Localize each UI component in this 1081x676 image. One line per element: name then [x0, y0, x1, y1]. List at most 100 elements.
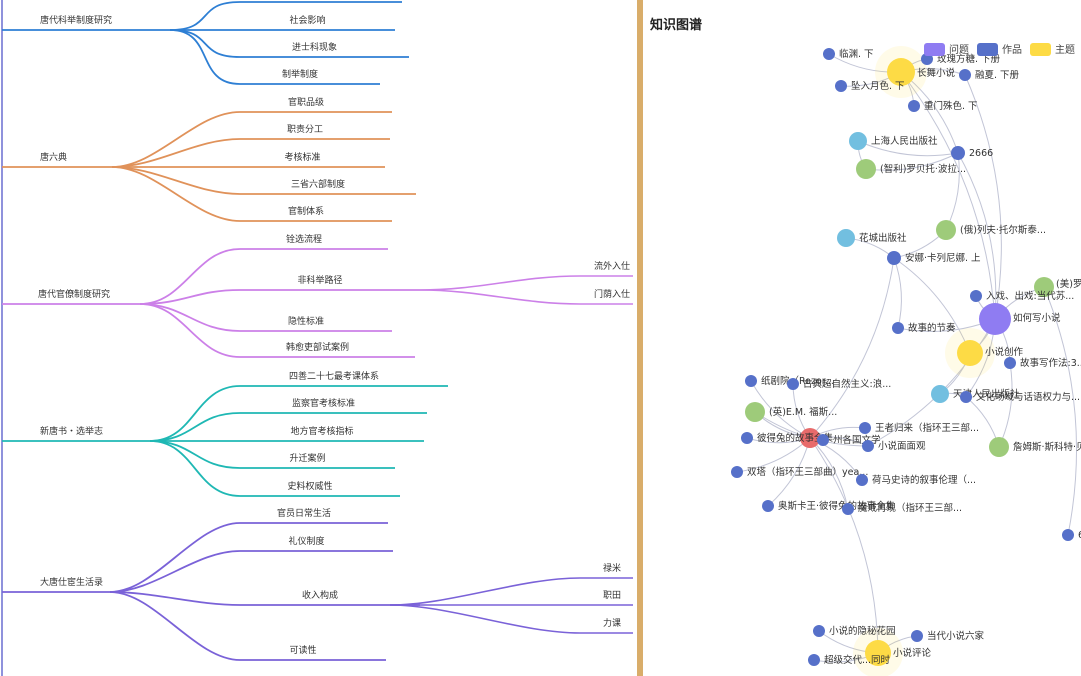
- child-label[interactable]: 监察官考核标准: [292, 397, 355, 409]
- mind-map-panel[interactable]: 唐代科举制度研究社会影响进士科现象制举制度唐六典官职品级职责分工考核标准三省六部…: [0, 0, 637, 676]
- child-label[interactable]: 官员日常生活: [277, 507, 331, 519]
- graph-node-zhuiru[interactable]: 坠入月色. 下: [835, 80, 905, 92]
- child-label[interactable]: 四善二十七最考课体系: [289, 370, 379, 382]
- child-label[interactable]: 可读性: [289, 644, 316, 656]
- graph-node-aosi[interactable]: 奥斯卡王·彼得兔的故事全集: [762, 500, 896, 512]
- graph-node-circle[interactable]: [960, 391, 972, 403]
- graph-node-circle[interactable]: [842, 503, 854, 515]
- child-label[interactable]: 升迁案例: [289, 452, 325, 464]
- graph-node-circle[interactable]: [859, 422, 871, 434]
- graph-node-circle[interactable]: [787, 378, 799, 390]
- grandchild-label[interactable]: 流外入仕: [594, 260, 630, 272]
- child-label[interactable]: 考核标准: [284, 151, 320, 163]
- graph-node-fosite[interactable]: (英)E.M. 福斯...: [745, 402, 837, 422]
- graph-node-circle[interactable]: [931, 385, 949, 403]
- graph-node-ruhe[interactable]: 如何写小说: [979, 303, 1061, 335]
- graph-node-circle[interactable]: [908, 100, 920, 112]
- legend-item[interactable]: 问题: [924, 43, 969, 56]
- graph-node-circle[interactable]: [887, 251, 901, 265]
- grandchild-label[interactable]: 力课: [603, 617, 621, 629]
- graph-node-circle[interactable]: [936, 220, 956, 240]
- graph-node-luobei[interactable]: (智利)罗贝托·波拉...: [856, 159, 966, 179]
- graph-node-bide[interactable]: 彼得兔的故事全集: [741, 432, 834, 444]
- graph-node-hub[interactable]: [800, 428, 820, 448]
- legend-item[interactable]: 主题: [1030, 43, 1075, 56]
- graph-node-zhanmusi[interactable]: 詹姆斯·斯科特·贝...: [989, 437, 1081, 457]
- branch-label[interactable]: 唐代科举制度研究: [40, 14, 112, 26]
- graph-node-circle[interactable]: [817, 434, 829, 446]
- child-label[interactable]: 铨选流程: [286, 233, 322, 245]
- graph-node-huanhuan[interactable]: 魔戒再现（指环王三部...: [842, 502, 962, 515]
- graph-node-circle[interactable]: [741, 432, 753, 444]
- graph-node-anna[interactable]: 安娜·卡列尼娜. 上: [887, 251, 981, 265]
- graph-node-circle[interactable]: [813, 625, 825, 637]
- graph-node-circle[interactable]: [745, 375, 757, 387]
- graph-node-shuangta[interactable]: 双塔（指环王三部曲）yea...: [731, 466, 868, 478]
- grandchild-label[interactable]: 门荫入仕: [594, 288, 630, 300]
- graph-node-circle[interactable]: [862, 440, 874, 452]
- graph-node-linyuan[interactable]: 临渊. 下: [823, 48, 874, 60]
- graph-node-circle[interactable]: [865, 640, 891, 666]
- graph-node-shanghai[interactable]: 上海人民出版社: [849, 132, 938, 150]
- child-label[interactable]: 礼仪制度: [288, 535, 324, 547]
- grandchild-label[interactable]: 禄米: [603, 562, 621, 574]
- child-label[interactable]: 史料权威性: [287, 480, 332, 492]
- graph-node-circle[interactable]: [745, 402, 765, 422]
- graph-node-yinmi[interactable]: 小说的隐秘花园: [813, 625, 896, 637]
- grandchild-label[interactable]: 职田: [603, 590, 621, 601]
- graph-node-circle[interactable]: [887, 58, 915, 86]
- child-label[interactable]: 职责分工: [287, 123, 323, 135]
- graph-node-n2666[interactable]: 2666: [951, 146, 993, 160]
- graph-node-circle[interactable]: [823, 48, 835, 60]
- mind-map-branch[interactable]: 唐代科举制度研究社会影响进士科现象制举制度: [2, 1, 409, 85]
- graph-node-pinglun[interactable]: 小说评论: [865, 640, 932, 666]
- branch-label[interactable]: 唐六典: [40, 151, 67, 163]
- child-label[interactable]: 非科举路径: [297, 274, 342, 286]
- graph-node-circle[interactable]: [1004, 357, 1016, 369]
- graph-node-circle[interactable]: [835, 80, 847, 92]
- graph-node-edge6[interactable]: 6: [1062, 529, 1081, 541]
- graph-node-ruxi[interactable]: 入戏、出戏:当代苏...: [970, 290, 1074, 302]
- graph-node-wenhua[interactable]: 文化场域与话语权力与...: [960, 391, 1080, 403]
- graph-node-rongxia[interactable]: 融夏. 下册: [959, 69, 1020, 81]
- branch-label[interactable]: 新唐书・选举志: [40, 425, 103, 437]
- graph-node-circle[interactable]: [762, 500, 774, 512]
- graph-node-chongmen[interactable]: 重门殊色. 下: [908, 100, 978, 112]
- child-label[interactable]: 进士科现象: [292, 41, 337, 53]
- graph-node-circle[interactable]: [989, 437, 1009, 457]
- branch-label[interactable]: 唐代官僚制度研究: [38, 288, 110, 300]
- child-label[interactable]: 韩愈吏部试案例: [286, 341, 349, 353]
- graph-node-xiefa[interactable]: 故事写作法:3...: [1004, 357, 1081, 369]
- graph-node-jiezou[interactable]: 故事的节奏: [892, 322, 956, 334]
- graph-node-circle[interactable]: [856, 474, 868, 486]
- graph-node-chuangzuo[interactable]: 小说创作: [957, 340, 1024, 366]
- graph-node-circle[interactable]: [959, 69, 971, 81]
- graph-node-circle[interactable]: [856, 159, 876, 179]
- graph-node-circle[interactable]: [731, 466, 743, 478]
- graph-node-changwu[interactable]: 长舞小说: [887, 58, 956, 86]
- child-label[interactable]: 社会影响: [289, 14, 325, 26]
- child-label[interactable]: 收入构成: [302, 589, 338, 601]
- graph-node-tuoer[interactable]: (俄)列夫·托尔斯泰...: [936, 220, 1046, 240]
- graph-node-circle[interactable]: [1034, 277, 1054, 297]
- graph-node-bottom1[interactable]: 超级交代...同时: [808, 654, 891, 666]
- child-label[interactable]: 官制体系: [288, 205, 324, 217]
- child-label[interactable]: 三省六部制度: [291, 178, 345, 190]
- graph-node-circle[interactable]: [849, 132, 867, 150]
- graph-node-meiguo[interactable]: (美)罗...: [1034, 277, 1081, 297]
- graph-node-circle[interactable]: [951, 146, 965, 160]
- child-label[interactable]: 官职品级: [288, 96, 324, 108]
- child-label[interactable]: 隐性标准: [288, 315, 324, 327]
- panel-divider[interactable]: [637, 0, 643, 676]
- graph-node-circle[interactable]: [800, 428, 820, 448]
- graph-node-circle[interactable]: [957, 340, 983, 366]
- graph-node-chaoziran[interactable]: 古典超自然主义:浪...: [787, 378, 891, 390]
- legend-item[interactable]: 作品: [977, 43, 1022, 56]
- graph-node-circle[interactable]: [1062, 529, 1074, 541]
- graph-node-circle[interactable]: [970, 290, 982, 302]
- graph-node-circle[interactable]: [911, 630, 923, 642]
